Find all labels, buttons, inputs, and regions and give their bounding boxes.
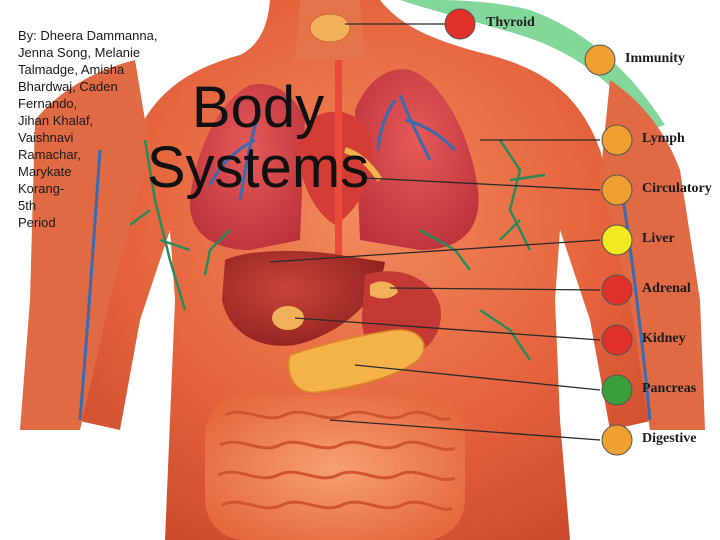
label-liver: Liver bbox=[642, 231, 675, 247]
digestive-marker bbox=[602, 425, 632, 455]
thyroid-organ bbox=[310, 14, 350, 42]
title-line-2: Systems bbox=[108, 138, 408, 198]
label-digestive: Digestive bbox=[642, 431, 696, 447]
kidney-marker bbox=[602, 325, 632, 355]
lymph-marker bbox=[602, 125, 632, 155]
liver-marker bbox=[602, 225, 632, 255]
label-kidney: Kidney bbox=[642, 331, 686, 347]
thyroid-marker bbox=[445, 9, 475, 39]
label-lymph: Lymph bbox=[642, 131, 685, 147]
adrenal-marker bbox=[602, 275, 632, 305]
slide-title: Body Systems bbox=[108, 78, 408, 198]
label-immunity: Immunity bbox=[625, 51, 685, 67]
title-line-1: Body bbox=[108, 78, 408, 138]
label-adrenal: Adrenal bbox=[642, 281, 691, 297]
immunity-marker bbox=[585, 45, 615, 75]
label-pancreas: Pancreas bbox=[642, 381, 696, 397]
circulatory-marker bbox=[602, 175, 632, 205]
label-circulatory: Circulatory bbox=[642, 181, 712, 197]
pancreas-marker bbox=[602, 375, 632, 405]
label-thyroid: Thyroid bbox=[486, 15, 535, 31]
